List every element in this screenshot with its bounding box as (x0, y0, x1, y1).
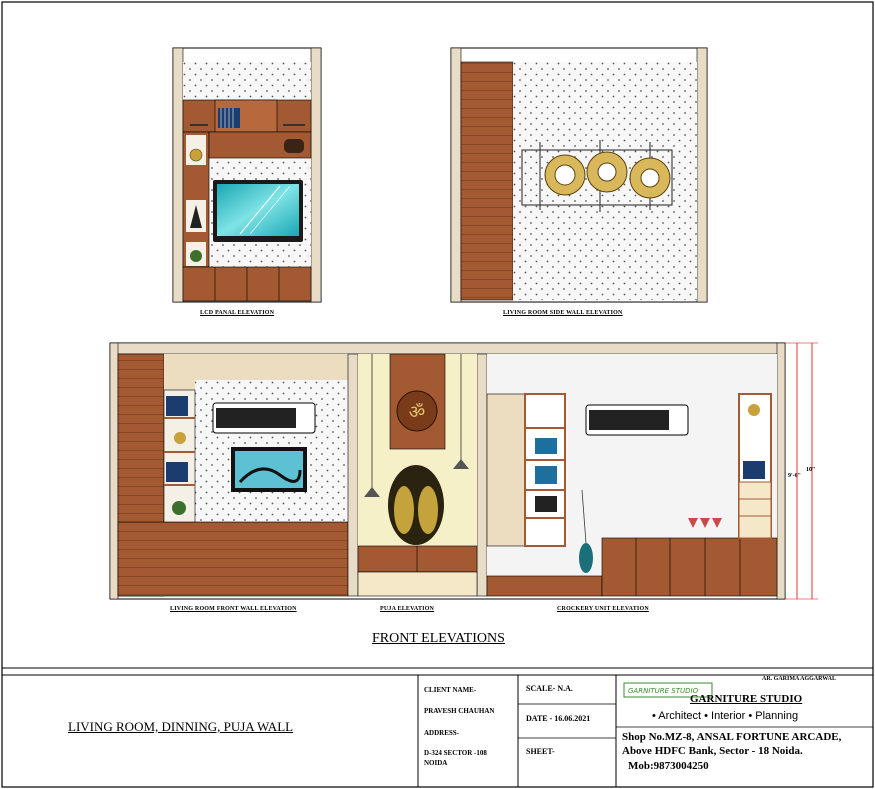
crockery-unit-elevation (486, 354, 778, 597)
side-wall-elevation (450, 47, 708, 303)
studio-address-1: Shop No.MZ-8, ANSAL FORTUNE ARCADE, (622, 731, 842, 743)
studio-mobile: Mob:9873004250 (628, 760, 709, 772)
svg-text:GARNITURE STUDIO: GARNITURE STUDIO (628, 687, 699, 695)
sheet-label: SHEET- (526, 747, 555, 756)
wall-art (521, 140, 673, 212)
caption-puja: PUJA ELEVATION (380, 606, 435, 612)
studio-address-2: Above HDFC Bank, Sector - 18 Noida. (622, 745, 803, 757)
dimension-height-label: 9'-6" (788, 473, 801, 479)
client-name: PRAVESH CHAUHAN (424, 707, 495, 715)
lcd-panel-elevation (172, 47, 322, 303)
project-title: LIVING ROOM, DINNING, PUJA WALL (68, 719, 294, 734)
puja-elevation: ॐ (347, 353, 488, 597)
studio-logo: GARNITURE STUDIO (623, 682, 713, 698)
dimension-height-ext-label: 10" (806, 467, 816, 473)
caption-crockery: CROCKERY UNIT ELEVATION (557, 606, 649, 612)
studio-name: GARNITURE STUDIO (690, 693, 803, 705)
caption-lcd-panel: LCD PANAL ELEVATION (200, 310, 275, 316)
address-line: D-324 SECTOR -108 (424, 749, 487, 757)
caption-front-wall: LIVING ROOM FRONT WALL ELEVATION (170, 606, 297, 612)
studio-services: • Architect • Interior • Planning (652, 710, 799, 722)
sheet-title: FRONT ELEVATIONS (372, 631, 505, 646)
client-label: CLIENT NAME- (424, 686, 477, 694)
address-label: ADDRESS- (424, 729, 460, 737)
svg-text:ॐ: ॐ (409, 402, 425, 423)
scale-label: SCALE- N.A. (526, 684, 573, 693)
address-city: NOIDA (424, 759, 448, 767)
height-dimension (785, 342, 818, 600)
caption-side-wall: LIVING ROOM SIDE WALL ELEVATION (503, 310, 623, 316)
architect-name: AR. GARIMA AGGARWAL (762, 676, 836, 682)
date-label: DATE - 16.06.2021 (526, 714, 591, 723)
